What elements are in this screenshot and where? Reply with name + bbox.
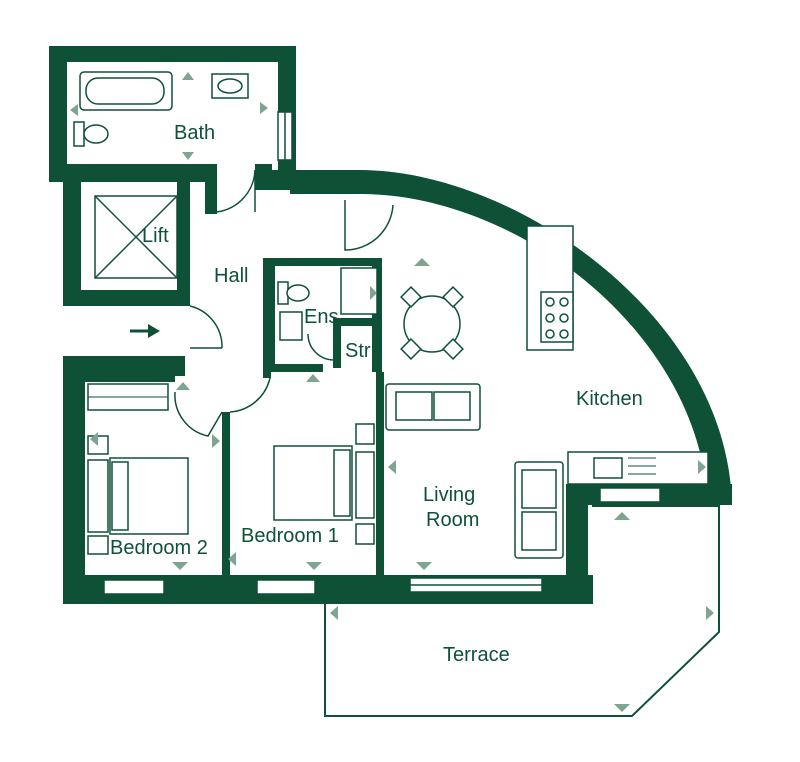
room-label-bedroom2: Bedroom 2 <box>110 537 208 559</box>
entrance-arrow-icon <box>130 324 160 338</box>
fixtures <box>73 71 709 559</box>
interior-walls <box>85 164 384 577</box>
room-label-bedroom1: Bedroom 1 <box>241 525 339 547</box>
room-label-store: Str <box>345 340 371 362</box>
room-label-lift: Lift <box>142 225 169 247</box>
dimension-marker-icon <box>70 72 714 712</box>
doors <box>174 169 394 437</box>
room-label-kitchen: Kitchen <box>576 388 643 410</box>
terrace <box>324 505 720 717</box>
room-label-living-line1: Living <box>423 484 475 506</box>
lift-shaft <box>94 195 178 279</box>
room-label-bath: Bath <box>174 122 215 144</box>
room-label-hall: Hall <box>214 265 248 287</box>
room-label-living-line2: Room <box>426 509 479 531</box>
room-label-ensuite: Ens <box>304 306 338 328</box>
room-label-terrace: Terrace <box>443 644 510 666</box>
windows <box>103 111 661 595</box>
